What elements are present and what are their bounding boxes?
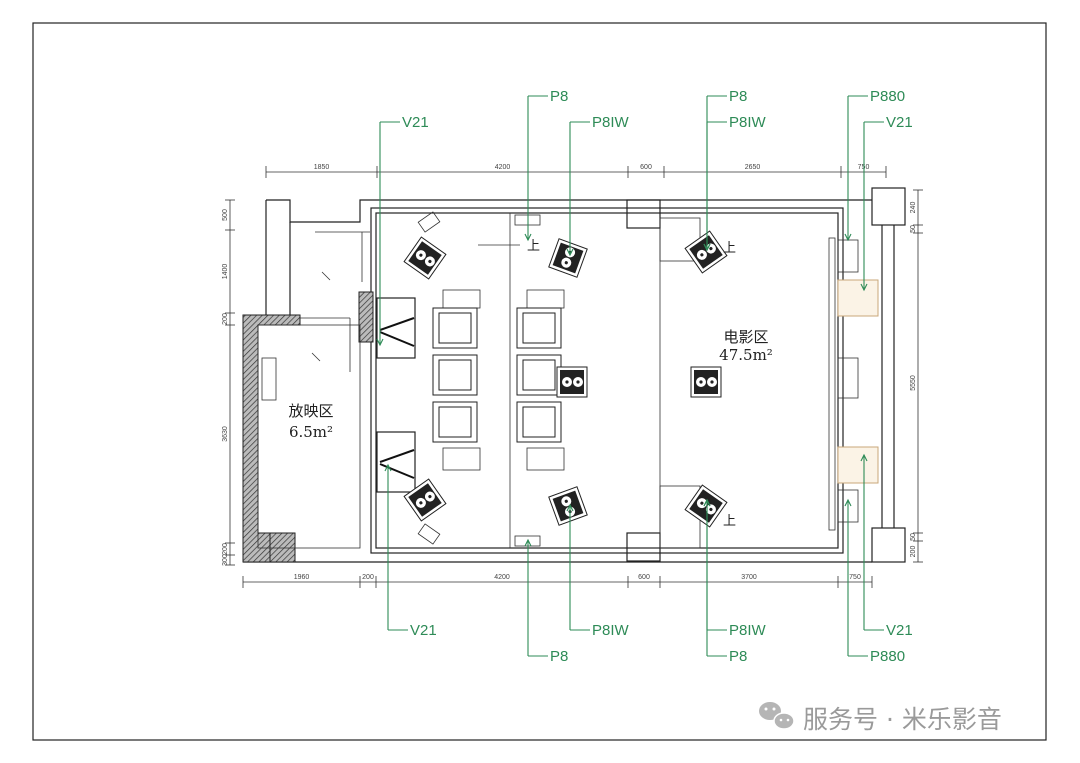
dimension-label: 50	[910, 533, 917, 541]
callout-arrow-icon	[566, 248, 574, 257]
callout-arrow-icon	[703, 498, 711, 507]
callout-arrow-icon	[844, 498, 852, 507]
dimension-label: 2650	[745, 164, 761, 171]
callout-arrow-icon	[524, 233, 532, 242]
speaker-model-label: V21	[886, 622, 913, 639]
speaker-icon	[403, 236, 447, 280]
speaker-model-label: P8IW	[592, 114, 630, 131]
room-labels: 放映区 6.5m² 电影区 47.5m²	[288, 328, 772, 441]
dimension-label: 200	[910, 546, 917, 558]
speakers	[403, 211, 728, 545]
dimension-label: 500	[222, 209, 229, 221]
callout-arrow-icon	[703, 243, 711, 252]
speaker-icon	[684, 484, 728, 528]
dimension-label: 3700	[741, 574, 757, 581]
dimension-label: 200	[222, 543, 229, 555]
watermark-text: 服务号 · 米乐影音	[803, 705, 1002, 734]
speaker-model-label: P8IW	[729, 622, 767, 639]
speaker-icon	[556, 366, 588, 398]
speaker-icon	[548, 486, 588, 526]
callout-arrow-icon	[860, 283, 868, 292]
speaker-model-label: P8IW	[729, 114, 767, 131]
callout-arrow-icon	[860, 453, 868, 462]
dimension-label: 200	[222, 313, 229, 325]
dimension-label: 4200	[494, 574, 510, 581]
speaker-model-label: V21	[886, 114, 913, 131]
speaker-model-label: P8IW	[592, 622, 630, 639]
dimension-label: 600	[640, 164, 652, 171]
speaker-icon	[690, 366, 722, 398]
projectors	[376, 297, 416, 493]
callout-arrow-icon	[376, 338, 384, 347]
callout-arrow-icon	[844, 233, 852, 242]
speaker-model-label: P8	[729, 648, 747, 665]
callout-arrow-icon	[524, 538, 532, 547]
speaker-icon	[548, 238, 588, 278]
dimension-label: 50	[910, 225, 917, 233]
cinema-room-area: 47.5m²	[719, 346, 773, 364]
stair-mark: 上	[527, 239, 540, 254]
dimension-label: 300	[222, 554, 229, 566]
speaker-model-label: P880	[870, 648, 905, 665]
wechat-icon	[759, 702, 795, 730]
speaker-icon	[684, 230, 728, 274]
speaker-model-label: V21	[410, 622, 437, 639]
dimension-label: 1850	[314, 164, 330, 171]
speaker-model-label: P880	[870, 88, 905, 105]
dimension-label: 4200	[495, 164, 511, 171]
speaker-model-label: P8	[729, 88, 747, 105]
speaker-model-label: P8	[550, 88, 568, 105]
dimension-label: 5550	[910, 375, 917, 391]
dimension-label: 240	[910, 202, 917, 214]
speaker-model-label: V21	[402, 114, 429, 131]
watermark: 服务号 · 米乐影音	[759, 702, 1002, 734]
stair-mark: 上	[723, 241, 736, 256]
speaker-model-label: P8	[550, 648, 568, 665]
recliner-seats	[432, 289, 565, 471]
projection-room-area: 6.5m²	[289, 423, 333, 441]
callout-arrow-icon	[384, 463, 392, 472]
walls	[242, 187, 906, 563]
dimension-label: 750	[849, 574, 861, 581]
drawing-frame	[32, 22, 1047, 741]
dimension-label: 1960	[294, 574, 310, 581]
dimension-label: 600	[638, 574, 650, 581]
projection-room-name: 放映区	[288, 402, 333, 420]
speaker-icon	[403, 478, 447, 522]
stair-mark: 上	[723, 514, 736, 529]
dimension-label: 200	[362, 574, 374, 581]
dimension-label: 1400	[222, 264, 229, 280]
dimension-label: 3630	[222, 426, 229, 442]
cinema-room-name: 电影区	[723, 328, 768, 346]
callout-arrow-icon	[566, 503, 574, 512]
stair-marks: 上 上 上	[527, 239, 736, 529]
